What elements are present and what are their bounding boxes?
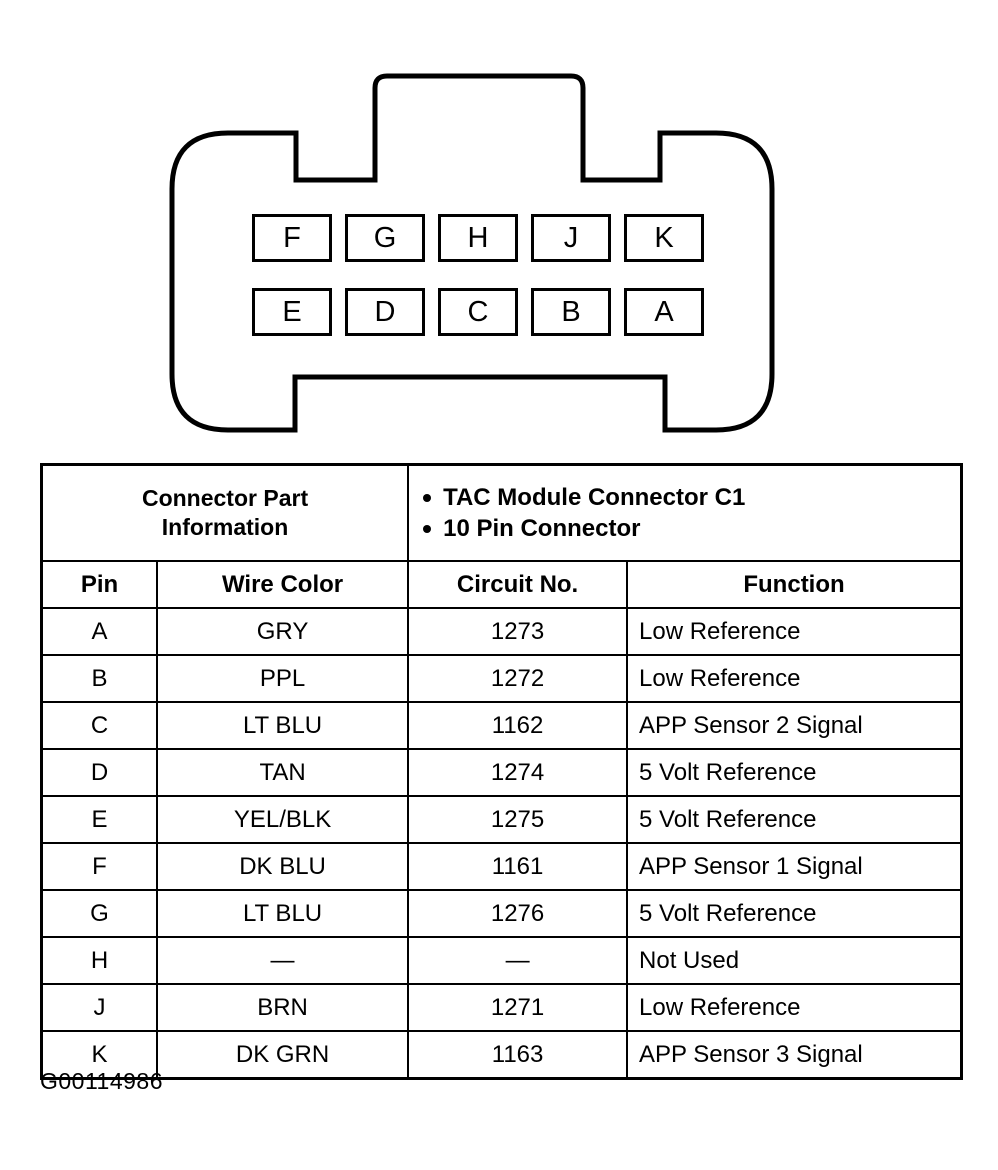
cell-function: 5 Volt Reference <box>626 748 963 797</box>
cell-wire-color: BRN <box>155 983 410 1032</box>
table-column-header-row: Pin Wire Color Circuit No. Function <box>40 560 963 609</box>
cell-pin: D <box>40 748 158 797</box>
table-row: E YEL/BLK 1275 5 Volt Reference <box>40 795 963 844</box>
pin-cavity-E: E <box>252 288 332 336</box>
cell-circuit-no: 1272 <box>407 654 629 703</box>
cell-pin: B <box>40 654 158 703</box>
pin-cavity-J: J <box>531 214 611 262</box>
pin-cavity-G: G <box>345 214 425 262</box>
table-row: A GRY 1273 Low Reference <box>40 607 963 656</box>
cell-pin: F <box>40 842 158 891</box>
table-row: C LT BLU 1162 APP Sensor 2 Signal <box>40 701 963 750</box>
pin-cavity-B: B <box>531 288 611 336</box>
cell-wire-color: DK BLU <box>155 842 410 891</box>
cell-pin: A <box>40 607 158 656</box>
table-row: J BRN 1271 Low Reference <box>40 983 963 1032</box>
connector-pinout-table-wrapper: Connector Part Information TAC Module Co… <box>40 463 963 1080</box>
cell-pin: H <box>40 936 158 985</box>
cell-circuit-no: — <box>407 936 629 985</box>
cell-circuit-no: 1275 <box>407 795 629 844</box>
cell-pin: E <box>40 795 158 844</box>
cell-wire-color: PPL <box>155 654 410 703</box>
column-header-circuit-no: Circuit No. <box>407 560 629 609</box>
pin-cavity-A: A <box>624 288 704 336</box>
pin-cavity-H: H <box>438 214 518 262</box>
cell-function: APP Sensor 2 Signal <box>626 701 963 750</box>
cell-circuit-no: 1163 <box>407 1030 629 1080</box>
cell-circuit-no: 1274 <box>407 748 629 797</box>
cell-function: APP Sensor 3 Signal <box>626 1030 963 1080</box>
cell-circuit-no: 1276 <box>407 889 629 938</box>
table-row: F DK BLU 1161 APP Sensor 1 Signal <box>40 842 963 891</box>
column-header-pin: Pin <box>40 560 158 609</box>
connector-pinout-table: Connector Part Information TAC Module Co… <box>40 463 963 1080</box>
cell-wire-color: YEL/BLK <box>155 795 410 844</box>
pin-cavity-grid: F G H J K E D C B A <box>252 214 704 336</box>
info-bullet-label: 10 Pin Connector <box>443 514 641 542</box>
cell-function: Low Reference <box>626 983 963 1032</box>
cell-wire-color: TAN <box>155 748 410 797</box>
info-bullet-item: TAC Module Connector C1 <box>423 483 960 511</box>
cell-circuit-no: 1162 <box>407 701 629 750</box>
cell-function: 5 Volt Reference <box>626 889 963 938</box>
figure-caption: G00114986 <box>40 1068 164 1094</box>
cell-wire-color: DK GRN <box>155 1030 410 1080</box>
table-row: B PPL 1272 Low Reference <box>40 654 963 703</box>
cell-circuit-no: 1161 <box>407 842 629 891</box>
column-header-wire-color: Wire Color <box>155 560 410 609</box>
part-information-line-1: Connector Part <box>141 484 309 511</box>
pin-cavity-D: D <box>345 288 425 336</box>
bullet-dot-icon <box>423 493 432 502</box>
connector-info-bullets-cell: TAC Module Connector C1 10 Pin Connector <box>407 463 963 562</box>
cell-wire-color: — <box>155 936 410 985</box>
pin-cavity-F: F <box>252 214 332 262</box>
cell-wire-color: LT BLU <box>155 701 410 750</box>
table-row: H — — Not Used <box>40 936 963 985</box>
info-bullet-item: 10 Pin Connector <box>423 514 960 542</box>
bullet-dot-icon <box>423 524 432 533</box>
cell-circuit-no: 1273 <box>407 607 629 656</box>
cell-function: Low Reference <box>626 654 963 703</box>
cell-pin: J <box>40 983 158 1032</box>
table-row: K DK GRN 1163 APP Sensor 3 Signal <box>40 1030 963 1080</box>
pin-cavity-K: K <box>624 214 704 262</box>
cell-wire-color: LT BLU <box>155 889 410 938</box>
cell-wire-color: GRY <box>155 607 410 656</box>
cell-pin: G <box>40 889 158 938</box>
connector-diagram: F G H J K E D C B A <box>0 0 998 455</box>
part-information-line-2: Information <box>161 514 289 540</box>
cell-function: 5 Volt Reference <box>626 795 963 844</box>
table-row: G LT BLU 1276 5 Volt Reference <box>40 889 963 938</box>
table-row: D TAN 1274 5 Volt Reference <box>40 748 963 797</box>
cell-circuit-no: 1271 <box>407 983 629 1032</box>
pin-cavity-C: C <box>438 288 518 336</box>
table-header-banner-row: Connector Part Information TAC Module Co… <box>40 463 963 562</box>
cell-function: Low Reference <box>626 607 963 656</box>
cell-pin: K <box>40 1030 158 1080</box>
info-bullet-label: TAC Module Connector C1 <box>443 483 746 511</box>
cell-function: APP Sensor 1 Signal <box>626 842 963 891</box>
cell-function: Not Used <box>626 936 963 985</box>
connector-part-information-cell: Connector Part Information <box>40 463 410 562</box>
cell-pin: C <box>40 701 158 750</box>
column-header-function: Function <box>626 560 963 609</box>
